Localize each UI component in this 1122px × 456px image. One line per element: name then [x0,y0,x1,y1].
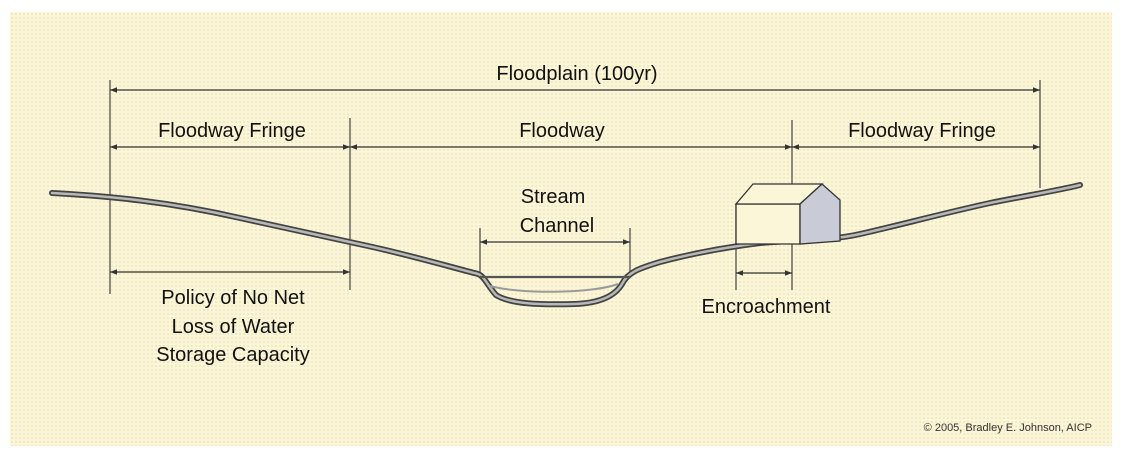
copyright-credit: © 2005, Bradley E. Johnson, AICP [924,422,1092,434]
floodplain-label: Floodplain (100yr) [496,63,657,85]
dimension-arrows [110,90,1040,273]
fringe-right-label: Floodway Fringe [848,120,996,142]
stream-label-line1: Stream [521,186,585,208]
stream-label-line2: Channel [520,215,595,237]
policy-label-line1: Policy of No Net [161,287,305,309]
policy-label-line2: Loss of Water [172,316,295,338]
channel-water [490,284,618,292]
floodway-label: Floodway [519,120,605,142]
fringe-left-label: Floodway Fringe [158,120,306,142]
house-icon [736,184,840,244]
encroachment-label: Encroachment [702,296,831,318]
policy-label-line3: Storage Capacity [156,344,309,366]
